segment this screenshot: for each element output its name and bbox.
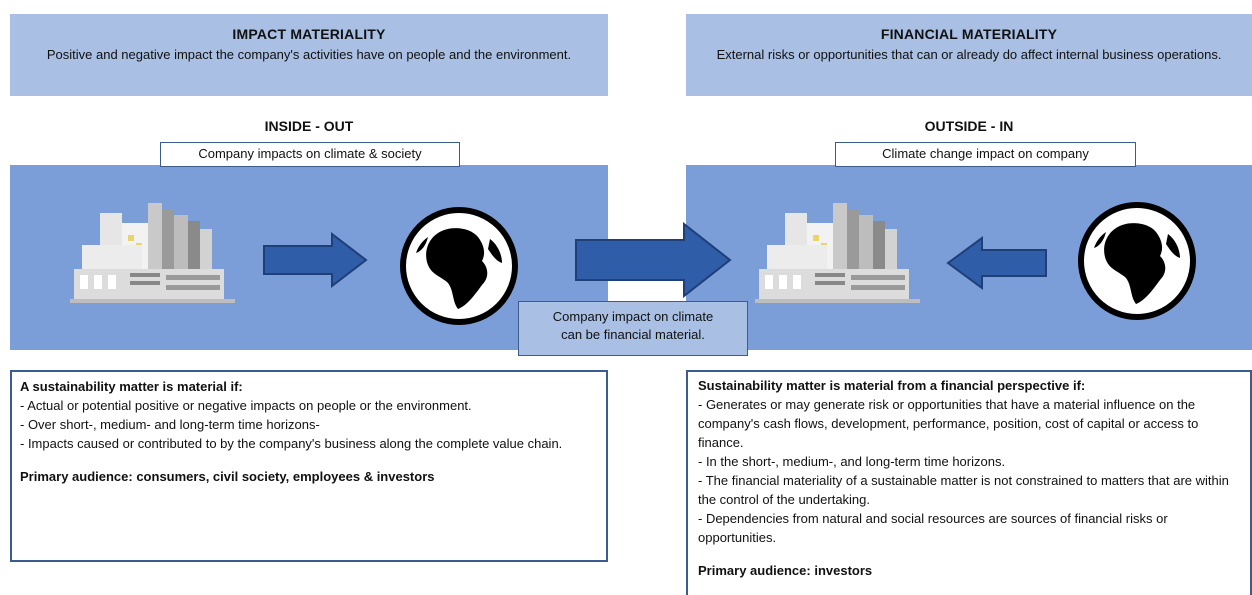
impact-criteria-title: A sustainability matter is material if: <box>20 379 243 394</box>
financial-materiality-header: FINANCIAL MATERIALITY External risks or … <box>686 14 1252 96</box>
financial-criteria-item: - Dependencies from natural and social r… <box>698 511 1168 545</box>
financial-criteria-border <box>686 370 1252 372</box>
financial-materiality-title: FINANCIAL MATERIALITY <box>880 26 1058 42</box>
outside-in-caption: Climate change impact on company <box>835 142 1136 167</box>
impact-materiality-header: IMPACT MATERIALITY Positive and negative… <box>10 14 608 96</box>
arrow-icon <box>262 232 368 288</box>
center-note-text: Company impact on climate can be financi… <box>552 309 714 342</box>
financial-criteria-item: - In the short-, medium-, and long-term … <box>698 454 1006 469</box>
financial-primary-audience: Primary audience: investors <box>698 563 873 578</box>
impact-criteria-item: - Over short-, medium- and long-term tim… <box>20 417 320 432</box>
impact-criteria-box: A sustainability matter is material if: … <box>10 370 608 562</box>
impact-criteria-item: - Actual or potential positive or negati… <box>20 398 472 413</box>
impact-materiality-description: Positive and negative impact the company… <box>46 47 572 62</box>
arrow-icon <box>574 222 734 298</box>
globe-africa-icon <box>398 205 520 327</box>
outside-in-label: OUTSIDE - IN <box>924 118 1014 134</box>
globe-africa-icon <box>1076 200 1198 322</box>
financial-criteria-title: Sustainability matter is material from a… <box>698 378 1086 393</box>
financial-criteria-item: - The financial materiality of a sustain… <box>698 473 1229 507</box>
impact-materiality-title: IMPACT MATERIALITY <box>232 26 386 42</box>
financial-criteria-box: Sustainability matter is material from a… <box>688 372 1250 595</box>
inside-out-caption: Company impacts on climate & society <box>160 142 460 167</box>
arrow-icon <box>946 236 1048 290</box>
financial-criteria-border <box>686 370 688 595</box>
impact-criteria-item: - Impacts caused or contributed to by th… <box>20 436 563 451</box>
impact-primary-audience: Primary audience: consumers, civil socie… <box>20 469 435 484</box>
financial-materiality-description: External risks or opportunities that can… <box>716 47 1222 62</box>
financial-criteria-item: - Generates or may generate risk or oppo… <box>698 397 1199 450</box>
center-note-box: Company impact on climate can be financi… <box>518 301 748 356</box>
inside-out-label: INSIDE - OUT <box>264 118 354 134</box>
city-buildings-icon <box>755 195 920 305</box>
city-buildings-icon <box>70 195 235 305</box>
financial-criteria-border <box>1250 370 1252 595</box>
